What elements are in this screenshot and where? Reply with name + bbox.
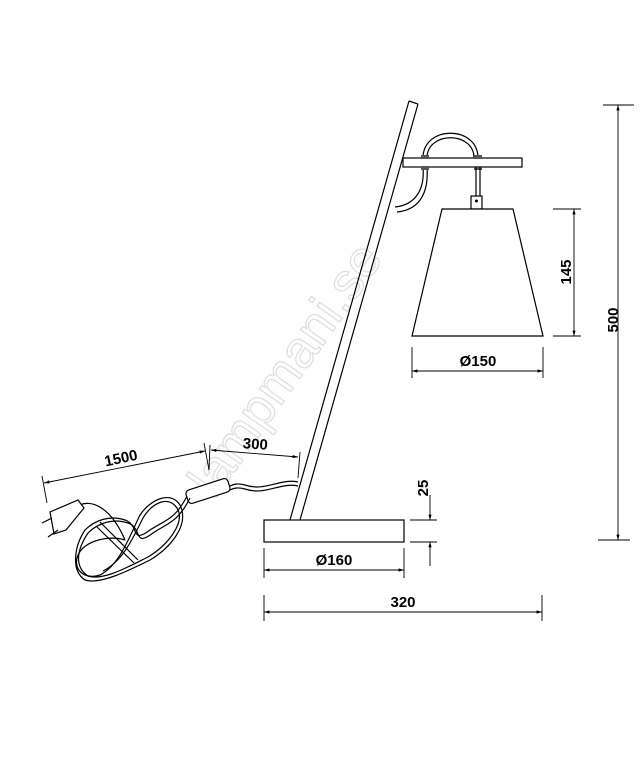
cord-switch bbox=[185, 477, 231, 505]
dimension-base-diameter: Ø160 bbox=[263, 548, 405, 578]
dim-label-300: 300 bbox=[242, 435, 268, 454]
dimension-cord-to-switch: 300 bbox=[208, 435, 301, 479]
dimension-total-height: 500 bbox=[598, 104, 634, 541]
power-cord bbox=[41, 477, 299, 582]
dim-label-320: 320 bbox=[390, 594, 415, 611]
lamp-base bbox=[263, 519, 405, 543]
dimension-cord-length: 1500 bbox=[41, 442, 210, 504]
dim-label-1500: 1500 bbox=[103, 447, 139, 471]
dimension-base-height: 25 bbox=[410, 480, 437, 566]
plug bbox=[49, 499, 85, 535]
lamp-shade bbox=[411, 208, 544, 337]
dim-label-150: Ø150 bbox=[460, 353, 497, 370]
dim-label-25: 25 bbox=[415, 480, 432, 497]
dimension-shade-diameter: Ø150 bbox=[411, 347, 544, 378]
lamp-arm bbox=[394, 132, 523, 213]
dimension-shade-height: 145 bbox=[553, 208, 581, 337]
dimension-total-width: 320 bbox=[263, 594, 543, 621]
dim-label-500: 500 bbox=[605, 307, 622, 332]
dim-label-145: 145 bbox=[558, 259, 575, 284]
watermark: lampmani.se bbox=[177, 232, 394, 507]
dim-label-160: Ø160 bbox=[316, 552, 353, 569]
lamp-pole bbox=[289, 100, 419, 521]
